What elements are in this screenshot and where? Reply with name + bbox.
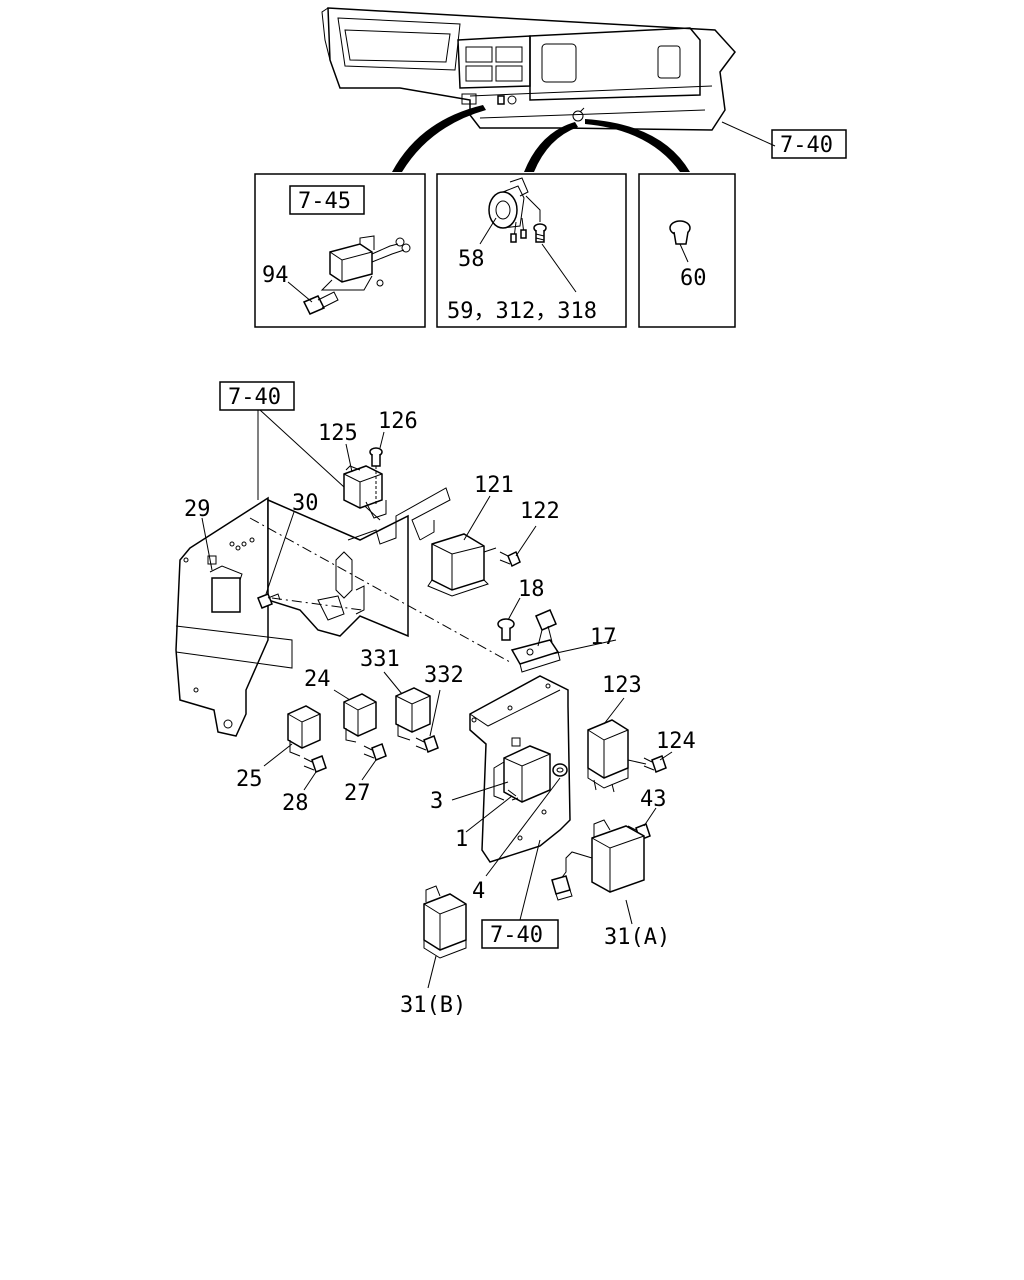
label-43: 43	[640, 787, 667, 812]
label-18: 18	[518, 577, 545, 602]
relay-121	[427, 533, 497, 597]
inset-box-center	[436, 173, 627, 328]
connector-17	[510, 609, 561, 673]
label-332: 332	[424, 663, 464, 688]
label-60: 60	[680, 266, 707, 291]
relay-123	[587, 719, 629, 793]
relay-3	[493, 745, 551, 803]
label-122: 122	[520, 499, 560, 524]
label-121: 121	[474, 473, 514, 498]
ref-label-inset-left: 7-45	[298, 189, 351, 214]
label-126: 126	[378, 409, 418, 434]
label-28: 28	[282, 791, 309, 816]
label-4: 4	[472, 879, 485, 904]
bolt-59	[533, 223, 547, 243]
inset-box-left	[254, 173, 426, 328]
label-25: 25	[236, 767, 263, 792]
screw-94	[302, 291, 339, 315]
ref-box-dash	[771, 129, 847, 159]
relay-25	[287, 705, 321, 757]
screw-124	[643, 755, 667, 773]
label-29: 29	[184, 497, 211, 522]
label-58: 58	[458, 247, 485, 272]
screw-126	[369, 447, 383, 467]
screw-18	[497, 618, 515, 641]
callout-wedge-left	[392, 105, 486, 172]
screw-332	[415, 735, 439, 753]
label-31b: 31(B)	[400, 993, 466, 1018]
label-31a: 31(A)	[604, 925, 670, 950]
label-1: 1	[455, 827, 468, 852]
label-123: 123	[602, 673, 642, 698]
relay-125	[343, 465, 387, 519]
clip-60	[669, 220, 691, 245]
ref-box-bracket	[219, 381, 295, 411]
label-124: 124	[656, 729, 696, 754]
dashboard-illustration	[321, 7, 736, 131]
label-331: 331	[360, 647, 400, 672]
label-17: 17	[590, 625, 617, 650]
callout-wedge-right	[585, 119, 690, 172]
bracket-plate-29	[175, 496, 293, 737]
ref-box-inset-left	[289, 185, 365, 215]
label-125: 125	[318, 421, 358, 446]
relay-24	[343, 693, 377, 743]
relay-31a	[551, 819, 645, 901]
label-27: 27	[344, 781, 371, 806]
ref-label-dash: 7-40	[780, 133, 833, 158]
switch-part-94	[320, 235, 411, 291]
horn-part-58	[488, 177, 541, 243]
label-94: 94	[262, 263, 289, 288]
center-bracket	[267, 487, 451, 638]
label-24: 24	[304, 667, 331, 692]
screw-122	[499, 550, 521, 568]
inset-box-right	[638, 173, 736, 328]
relay-31b	[423, 885, 467, 959]
ref-label-bottom: 7-40	[490, 923, 543, 948]
label-30: 30	[292, 491, 319, 516]
relay-331	[395, 687, 431, 741]
screw-30	[257, 593, 281, 609]
label-3: 3	[430, 789, 443, 814]
callout-wedge-center	[524, 122, 578, 172]
ref-label-bracket: 7-40	[228, 385, 281, 410]
screw-27	[363, 743, 387, 761]
label-59-312-318: 59，312，318	[447, 299, 597, 324]
screw-28	[303, 755, 327, 773]
nut-4	[552, 763, 568, 777]
